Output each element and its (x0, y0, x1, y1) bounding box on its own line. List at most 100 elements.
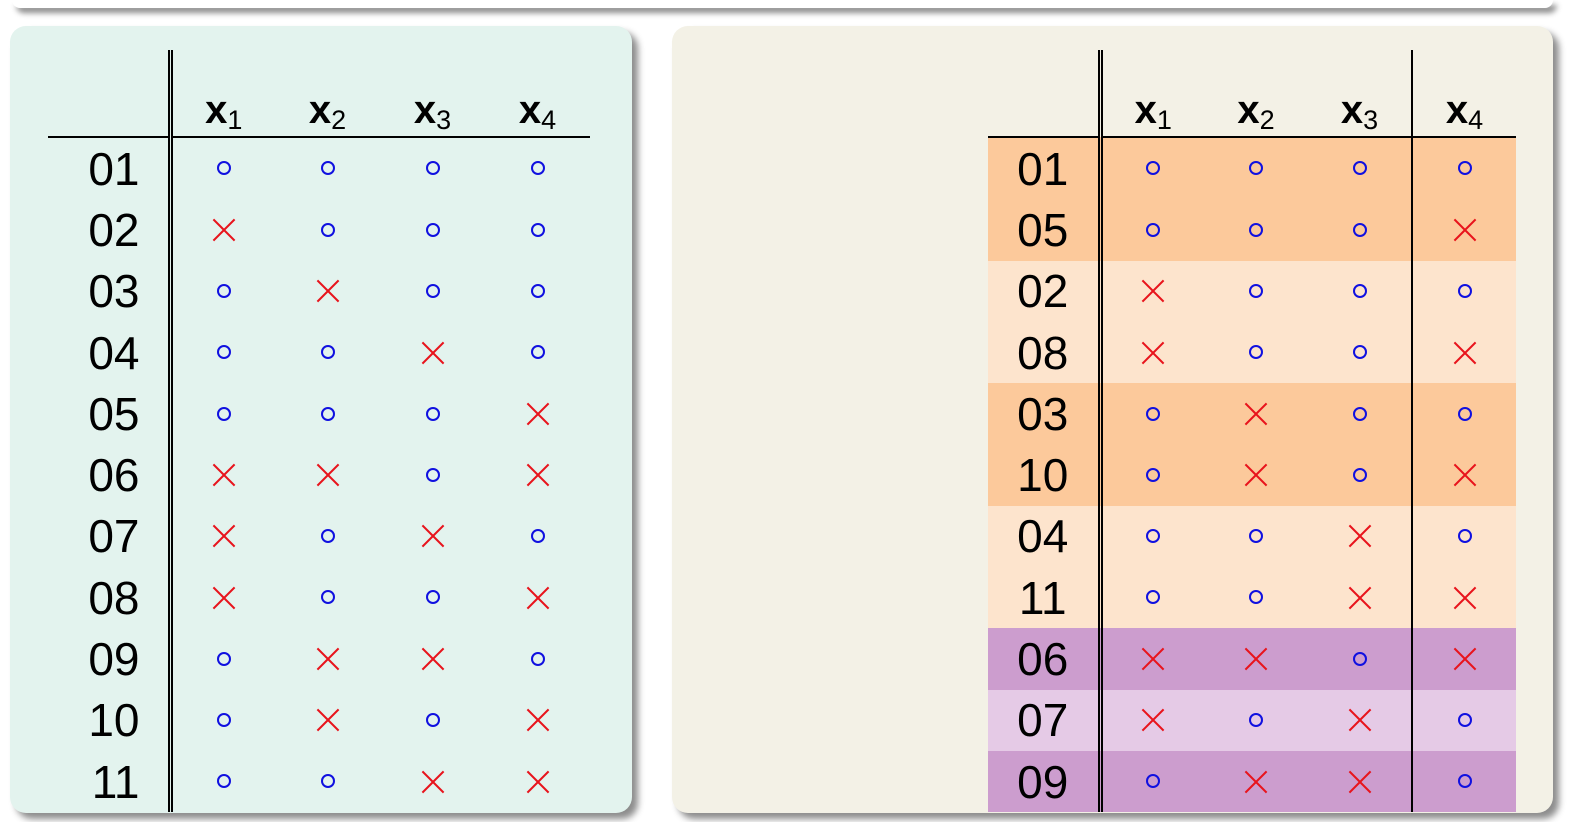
circle-icon (530, 651, 545, 666)
circle-icon (1249, 590, 1263, 605)
row-id: 09 (48, 628, 173, 690)
cross-icon (1244, 402, 1268, 426)
cell-x4 (485, 751, 590, 812)
top-panel-edge (12, 0, 1553, 8)
cell-x2 (1204, 261, 1308, 322)
table-row: 03 (48, 260, 590, 322)
cross-icon (1141, 279, 1165, 303)
circle-icon (216, 713, 231, 728)
row-id: 10 (988, 444, 1103, 506)
cell-x3 (380, 567, 485, 628)
table-header-row: x1 x2 x3 x4 (48, 50, 590, 138)
circle-icon (425, 406, 440, 421)
table-row: 10 (988, 444, 1516, 506)
header-x2: x2 (275, 50, 380, 138)
cell-x4 (485, 506, 590, 567)
cell-x3 (1308, 383, 1413, 445)
table-row: 01 (48, 137, 590, 200)
cross-icon (526, 586, 550, 610)
circle-icon (1457, 284, 1472, 298)
table-row: 02 (988, 260, 1516, 322)
cell-x2 (275, 506, 380, 567)
cell-x2 (275, 261, 380, 322)
circle-icon (1249, 222, 1263, 237)
cell-x3 (380, 261, 485, 322)
cell-x4 (1412, 383, 1516, 444)
cross-icon (1244, 647, 1268, 671)
row-id: 02 (988, 260, 1103, 322)
circle-icon (320, 774, 335, 789)
cell-x1 (1100, 383, 1204, 444)
cell-x3 (1308, 321, 1413, 384)
cell-x1 (170, 444, 275, 505)
header-corner (48, 50, 173, 138)
row-id: 01 (988, 137, 1103, 200)
row-id: 04 (48, 321, 173, 384)
row-id: 05 (48, 383, 173, 445)
table-header-row: x1 x2 x3 x4 (988, 50, 1516, 138)
circle-icon (530, 529, 545, 544)
circle-icon (1352, 467, 1367, 482)
table-row: 04 (48, 321, 590, 384)
cross-icon (1453, 586, 1477, 610)
header-x3: x3 (380, 50, 485, 138)
cell-x1 (1100, 690, 1204, 751)
row-id: 10 (48, 689, 173, 751)
cross-icon (1348, 708, 1372, 732)
cross-icon (212, 586, 236, 610)
cell-x1 (1100, 628, 1204, 689)
circle-icon (1146, 774, 1161, 789)
row-id: 08 (988, 321, 1103, 384)
circle-icon (320, 222, 335, 237)
cell-x1 (1100, 444, 1204, 505)
circle-icon (1457, 713, 1472, 728)
circle-icon (216, 284, 231, 298)
cell-x4 (1412, 444, 1516, 505)
cell-x3 (1308, 689, 1413, 751)
circle-icon (425, 222, 440, 237)
circle-icon (320, 590, 335, 605)
cross-icon (1141, 341, 1165, 365)
row-id: 03 (988, 383, 1103, 445)
circle-icon (425, 467, 440, 482)
cross-icon (421, 770, 445, 794)
row-id: 06 (988, 628, 1103, 690)
table-row: 05 (48, 383, 590, 445)
cell-x3 (1308, 444, 1413, 506)
cell-x4 (1412, 506, 1516, 567)
cell-x4 (485, 628, 590, 689)
cell-x4 (485, 199, 590, 260)
cell-x2 (275, 628, 380, 689)
table-row: 10 (48, 689, 590, 751)
cell-x3 (380, 444, 485, 505)
cell-x3 (380, 137, 485, 199)
table-row: 09 (988, 750, 1516, 813)
table-row: 04 (988, 505, 1516, 568)
table-row: 07 (988, 689, 1516, 751)
cell-x1 (1100, 751, 1204, 812)
circle-icon (425, 284, 440, 298)
circle-icon (1146, 406, 1161, 421)
cross-icon (1348, 770, 1372, 794)
cross-icon (1244, 463, 1268, 487)
cell-x4 (485, 137, 590, 199)
cell-x1 (170, 383, 275, 444)
table-row: 07 (48, 505, 590, 568)
cross-icon (1348, 586, 1372, 610)
row-id: 07 (988, 689, 1103, 751)
cell-x2 (275, 690, 380, 751)
cell-x3 (380, 751, 485, 812)
table-row: 09 (48, 628, 590, 690)
circle-icon (1352, 651, 1367, 666)
cell-x3 (380, 506, 485, 567)
table-row: 06 (48, 444, 590, 506)
cell-x2 (1204, 751, 1308, 812)
header-x1: x1 (1100, 50, 1204, 138)
cell-x3 (1308, 750, 1413, 813)
header-corner (988, 50, 1103, 138)
header-x4: x4 (1412, 50, 1516, 138)
table-row: 08 (988, 321, 1516, 384)
cell-x4 (1412, 322, 1516, 383)
circle-icon (1249, 284, 1263, 298)
